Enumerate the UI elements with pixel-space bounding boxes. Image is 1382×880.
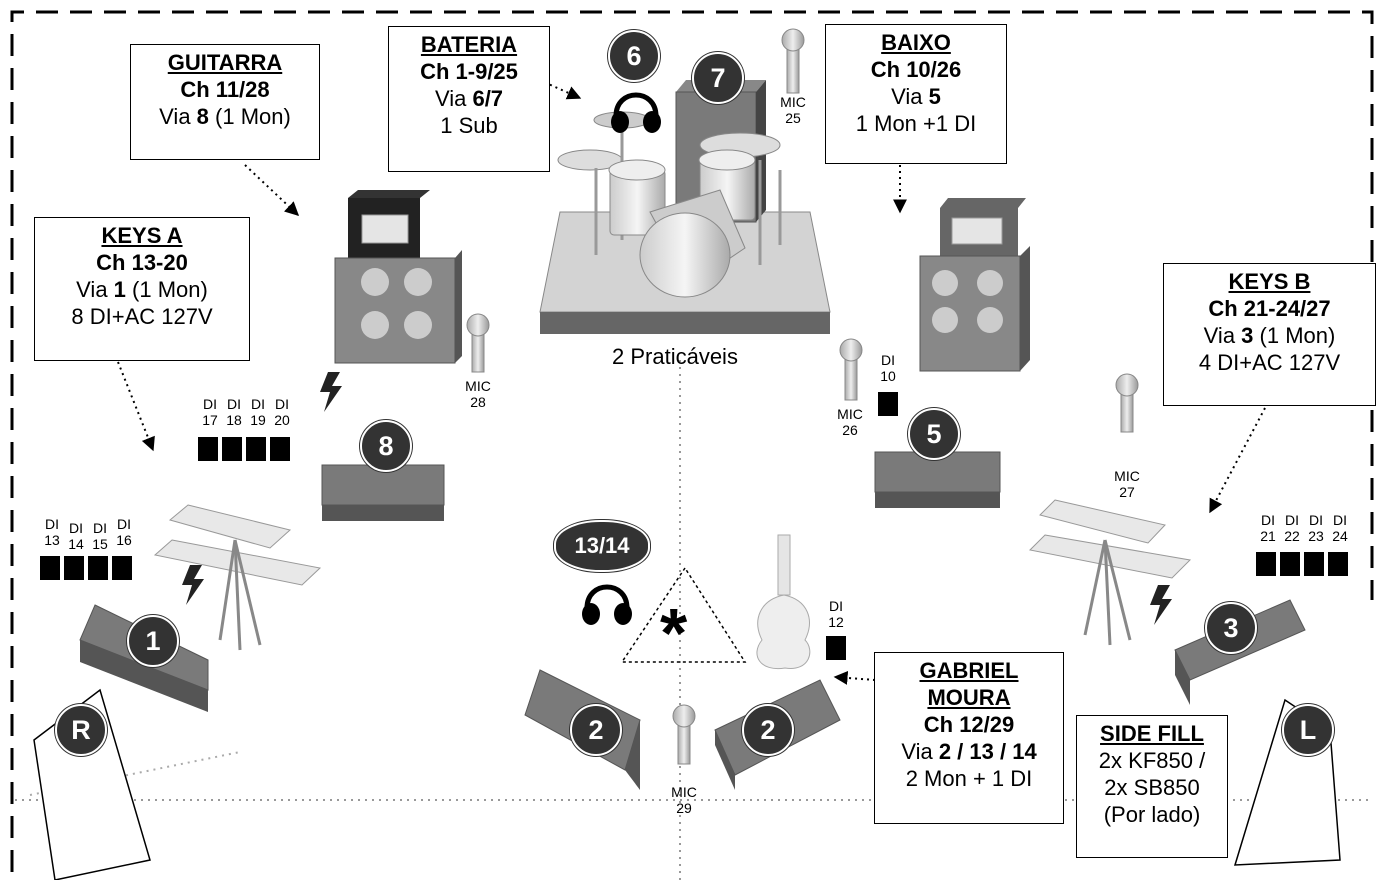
arrow-guitarra: [244, 164, 300, 216]
monitor-7-badge: 7: [692, 52, 744, 104]
center-mark-triangle: [620, 566, 747, 663]
side-fill-line-3: (Por lado): [1103, 802, 1201, 827]
di-boxes-keys-a-upper: [198, 437, 290, 461]
keys-a-via: Via 1 (1 Mon): [76, 277, 208, 302]
monitor-2-right-badge: 2: [742, 704, 794, 756]
power-bolt-icon: [320, 372, 342, 412]
di-box-gabriel: [826, 636, 846, 660]
monitor-8-badge: 8: [360, 420, 412, 472]
monitor-2-left-badge: 2: [570, 704, 622, 756]
bateria-via: Via 6/7: [434, 86, 504, 111]
arrow-keys-a: [117, 361, 155, 452]
keys-a-title: KEYS A: [101, 223, 183, 248]
side-fill-line-2: 2x SB850: [1104, 775, 1200, 800]
gabriel-title-1: GABRIEL: [919, 658, 1019, 683]
gabriel-title-2: MOURA: [927, 685, 1011, 710]
side-fill-title: SIDE FILL: [1100, 721, 1204, 746]
keys-b-via: Via 3 (1 Mon): [1203, 323, 1336, 348]
bass-amp: [919, 198, 1030, 372]
gabriel-channels: Ch 12/29: [923, 712, 1015, 737]
keys-b-keyboard: [1028, 499, 1192, 646]
wedge-5: [874, 451, 1001, 508]
wedge-8: [321, 464, 445, 521]
arrow-keys-b: [1209, 407, 1266, 514]
di-boxes-keys-b: [1256, 552, 1348, 576]
side-fill-r-badge: R: [55, 704, 107, 756]
guitarra-via: Via 8 (1 Mon): [159, 104, 291, 129]
keys-a-di: 8 DI+AC 127V: [71, 304, 213, 329]
di-boxes-keys-a-lower: [40, 556, 132, 580]
mic-26-icon: [839, 338, 863, 401]
acoustic-guitar: [756, 534, 811, 670]
gabriel-monitors: 2 Mon + 1 DI: [905, 766, 1033, 791]
guitarra-channels: Ch 11/28: [180, 77, 270, 102]
monitor-13-14-badge: 13/14: [554, 520, 650, 572]
praticaveis-label: 2 Praticáveis: [612, 344, 738, 369]
keys-a-keyboard: [153, 504, 322, 651]
mic-25-icon: [781, 28, 805, 94]
guitar-amp: [334, 190, 462, 364]
baixo-info-box: BAIXO Ch 10/26 Via 5 1 Mon +1 DI: [825, 24, 1007, 164]
center-asterisk: *: [660, 594, 688, 672]
monitor-1-badge: 1: [127, 615, 179, 667]
keys-b-title: KEYS B: [1228, 269, 1311, 294]
power-bolt-icon: [182, 565, 204, 605]
monitor-5-badge: 5: [908, 408, 960, 460]
keys-b-di: 4 DI+AC 127V: [1198, 350, 1341, 375]
baixo-channels: Ch 10/26: [870, 57, 962, 82]
baixo-monitors: 1 Mon +1 DI: [855, 111, 977, 136]
side-fill-info-box: SIDE FILL 2x KF850 / 2x SB850 (Por lado): [1076, 715, 1228, 858]
arrow-gabriel: [833, 670, 876, 685]
guitarra-info-box: GUITARRA Ch 11/28 Via 8 (1 Mon): [130, 44, 320, 160]
gabriel-info-box: GABRIEL MOURA Ch 12/29 Via 2 / 13 / 14 2…: [874, 652, 1064, 824]
di-box-baixo: [878, 392, 898, 416]
mic-29-icon: [672, 704, 696, 765]
keys-a-channels: Ch 13-20: [96, 250, 188, 275]
bateria-sub: 1 Sub: [440, 113, 498, 138]
baixo-title: BAIXO: [881, 30, 951, 55]
headphones-icon: [611, 92, 661, 133]
stage-boundary: [10, 10, 1374, 872]
bateria-channels: Ch 1-9/25: [420, 59, 518, 84]
headphones-icon: [582, 584, 632, 625]
keys-b-info-box: KEYS B Ch 21-24/27 Via 3 (1 Mon) 4 DI+AC…: [1163, 263, 1376, 406]
monitor-3-badge: 3: [1205, 602, 1257, 654]
monitor-6-badge: 6: [608, 30, 660, 82]
bateria-title: BATERIA: [420, 32, 518, 57]
guitarra-title: GUITARRA: [167, 50, 283, 75]
keys-a-info-box: KEYS A Ch 13-20 Via 1 (1 Mon) 8 DI+AC 12…: [34, 217, 250, 361]
mic-27-icon: [1115, 373, 1139, 433]
side-fill-l-badge: L: [1282, 704, 1334, 756]
side-fill-line-1: 2x KF850 /: [1098, 748, 1206, 773]
baixo-via: Via 5: [891, 84, 941, 109]
keys-b-channels: Ch 21-24/27: [1208, 296, 1331, 321]
bateria-info-box: BATERIA Ch 1-9/25 Via 6/7 1 Sub: [388, 26, 550, 172]
power-bolt-icon: [1150, 585, 1172, 625]
gabriel-via: Via 2 / 13 / 14: [901, 739, 1037, 764]
mic-28-icon: [466, 313, 490, 373]
